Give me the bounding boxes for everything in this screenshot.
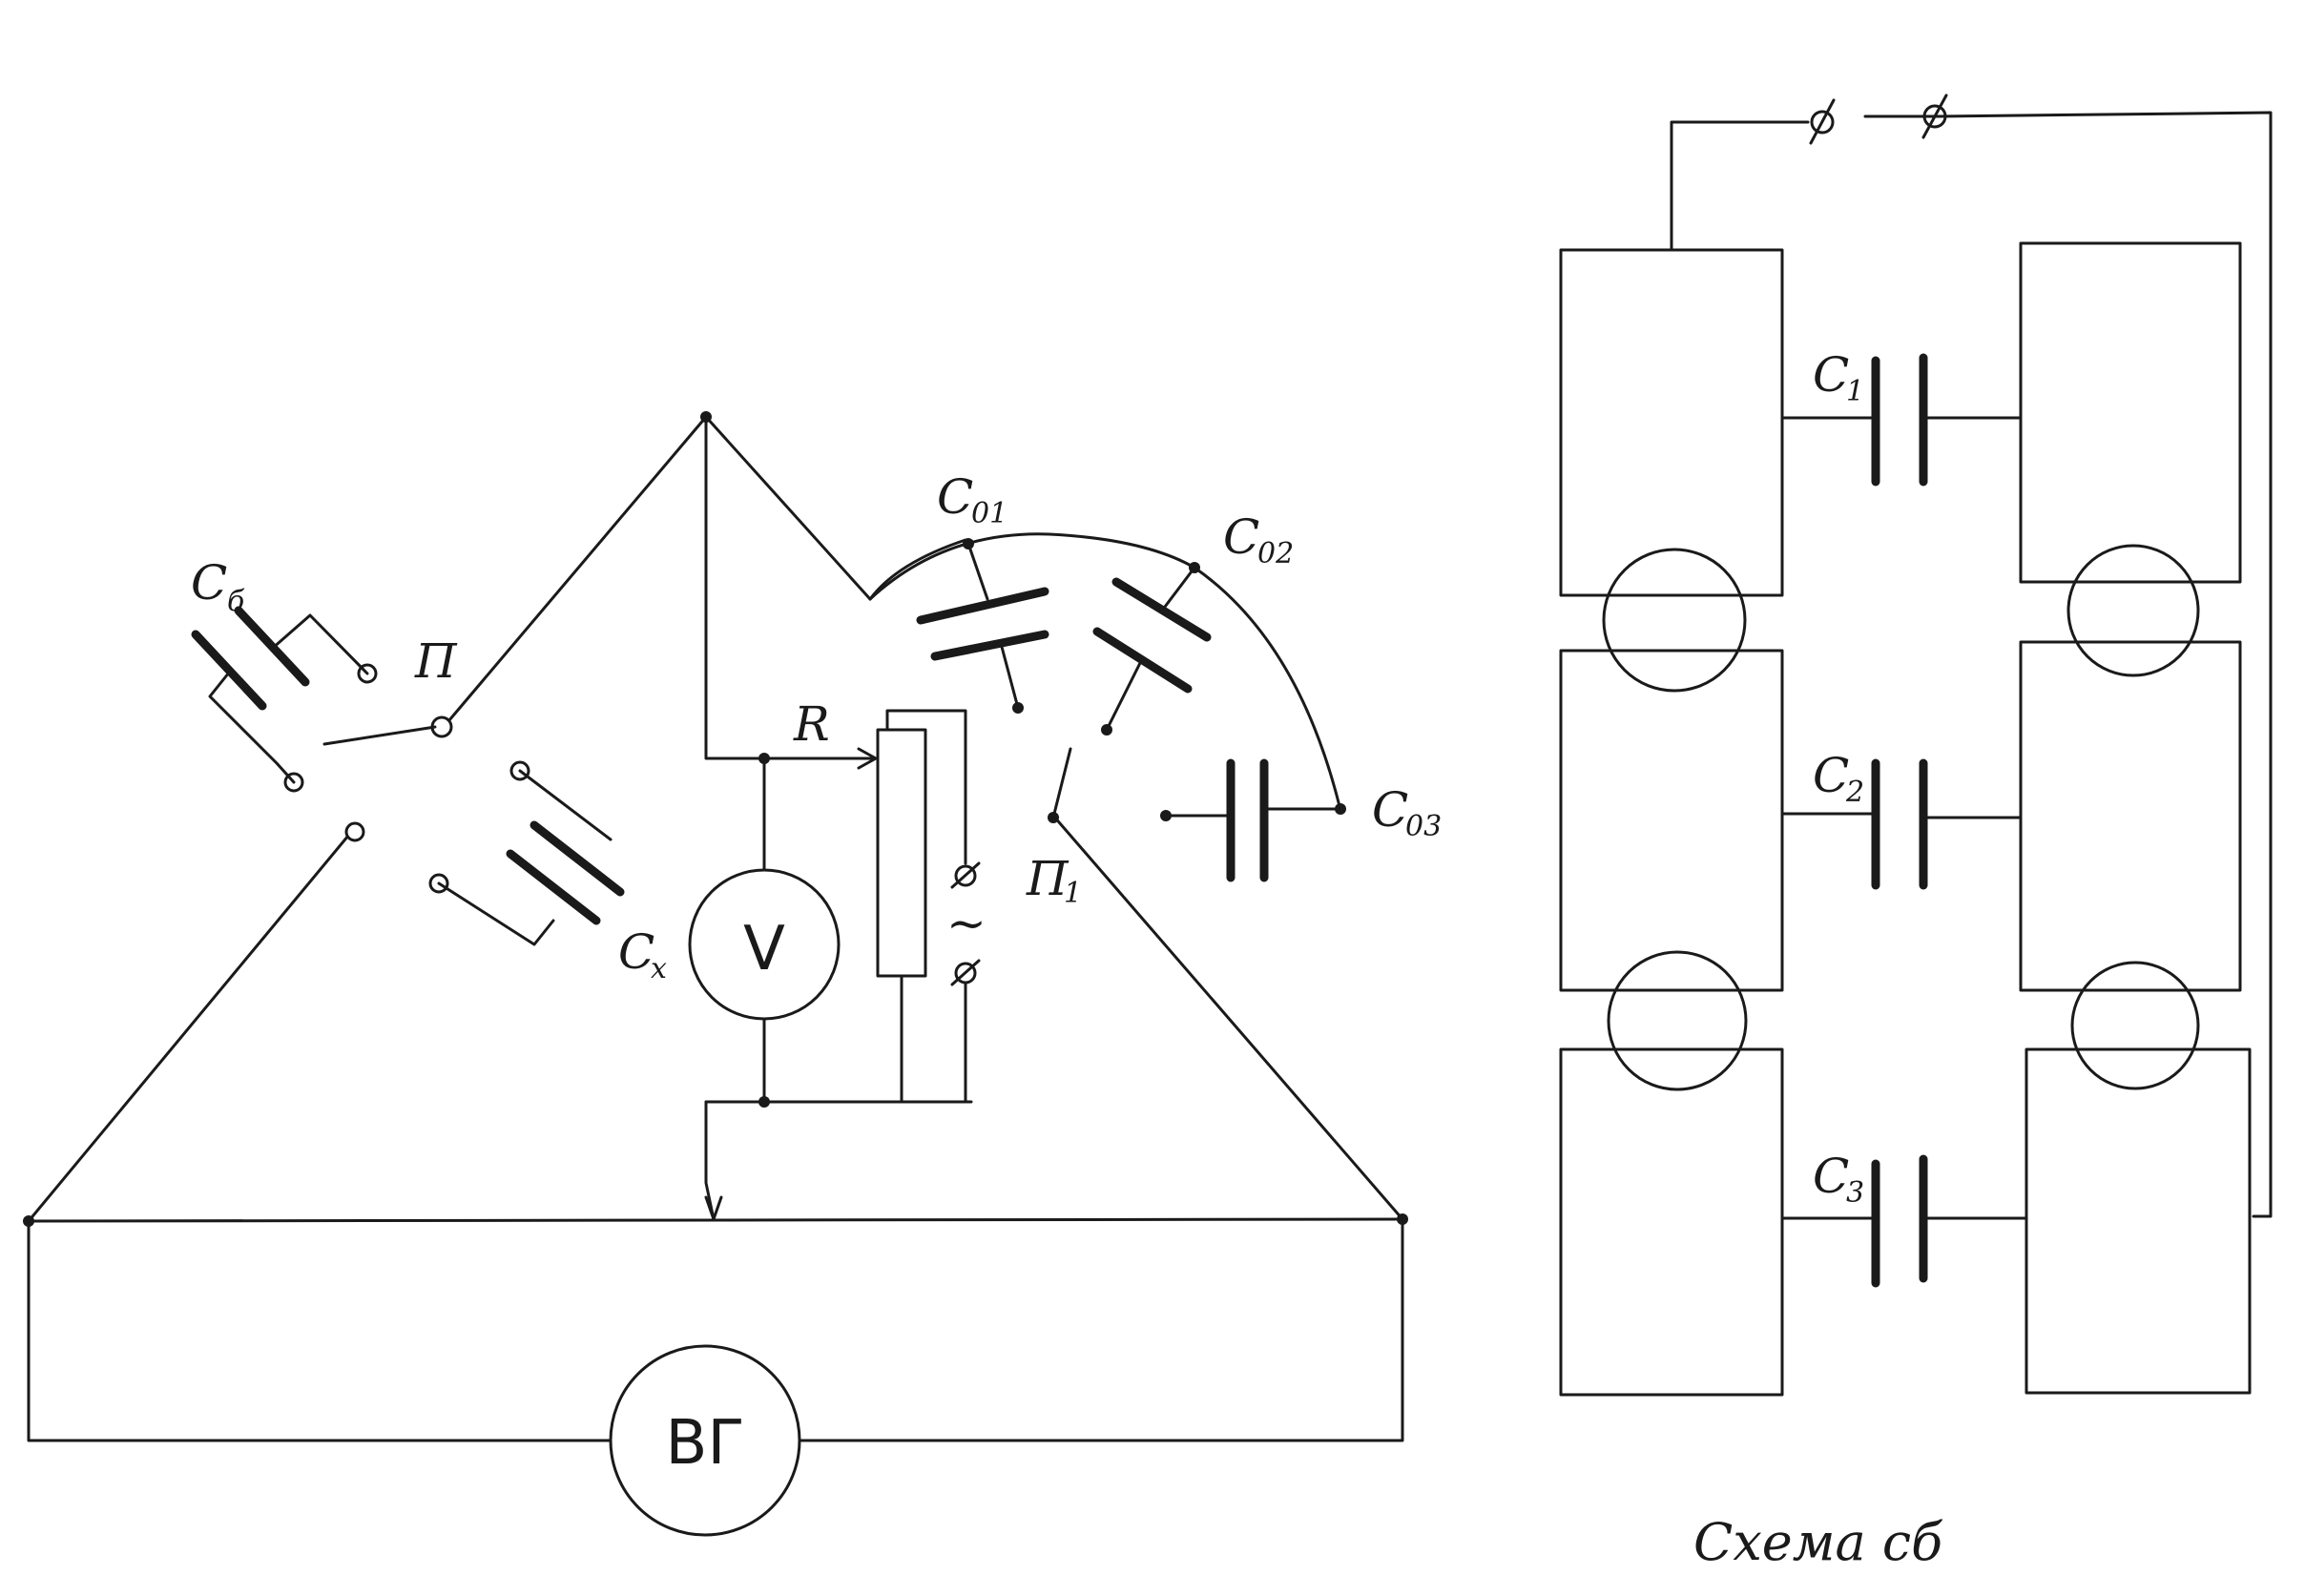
c03-label: C: [1372, 782, 1408, 838]
voltmeter-label: V: [743, 914, 785, 985]
c1-label: C: [1813, 347, 1849, 403]
cb-scheme: C 1 C 2 C 3 Схема сб: [1559, 93, 2273, 1572]
resistor-label: R: [793, 696, 830, 752]
voltmeter-branch: V: [688, 753, 973, 1221]
bridge-circuit: ВГ П C: [23, 411, 1442, 1537]
scheme-title: Схема сб: [1693, 1512, 1943, 1572]
scheme-right-plates: [2019, 241, 2252, 1395]
switch-p1: П 1: [1012, 702, 1112, 910]
scheme-capacitor-c2: C 2: [1780, 748, 2023, 890]
generator-label: ВГ: [666, 1408, 745, 1479]
cb-label-sub: б: [227, 585, 245, 618]
c3-label: C: [1813, 1149, 1849, 1204]
switch-p1-label: П: [1026, 851, 1069, 906]
switch-p1-sub: 1: [1064, 877, 1082, 910]
reference-capacitors: C 01 C 02 C 03: [868, 469, 1442, 882]
scheme-top-terminals: [1670, 93, 2273, 1218]
switch-p: П: [283, 633, 530, 894]
ac-terminal-symbol: ~: [946, 896, 986, 951]
c2-label-sub: 2: [1845, 776, 1864, 809]
scheme-capacitor-c1: C 1: [1780, 347, 2023, 487]
c02-label: C: [1223, 509, 1259, 565]
c1-label-sub: 1: [1846, 375, 1864, 408]
capacitor-cx: C x: [437, 769, 667, 985]
cx-label: C: [618, 924, 654, 980]
generator: ВГ: [609, 1344, 801, 1537]
generator-loop: [23, 1213, 1408, 1442]
c3-label-sub: 3: [1846, 1176, 1864, 1210]
c2-label: C: [1813, 748, 1849, 803]
c02-label-sub: 02: [1257, 537, 1294, 570]
c01-label: C: [937, 469, 973, 525]
c01-label-sub: 01: [971, 497, 1007, 530]
switch-p-label: П: [414, 633, 458, 689]
capacitor-cb: C б: [191, 555, 369, 784]
bridge-arms: [27, 411, 1404, 1223]
cb-label: C: [191, 555, 227, 611]
cx-label-sub: x: [651, 952, 667, 985]
c03-label-sub: 03: [1405, 810, 1442, 843]
scheme-capacitor-c3: C 3: [1780, 1149, 2028, 1288]
scheme-left-plates: [1559, 248, 1784, 1397]
rheostat-r: R ~: [793, 696, 986, 1104]
